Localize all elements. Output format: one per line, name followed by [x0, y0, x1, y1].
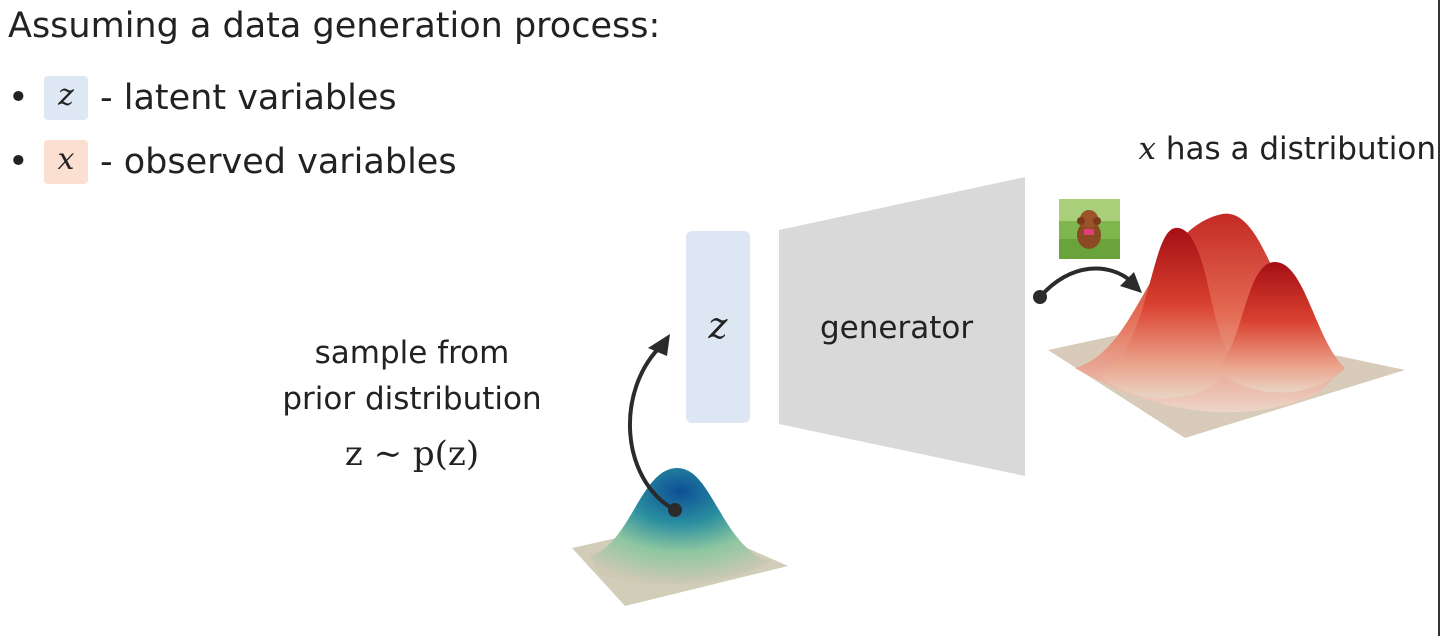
generator-block: [779, 177, 1025, 476]
sample-arrow: [627, 334, 682, 517]
x-distribution-label: x has a distribution: [1139, 131, 1437, 167]
dog-photo-icon: [1059, 199, 1120, 259]
generator-label: generator: [820, 310, 974, 346]
observed-symbol-chip: x: [44, 140, 88, 184]
bullet-dot: •: [8, 142, 29, 182]
x-symbol: x: [1138, 131, 1156, 167]
latent-bullet-text: - latent variables: [100, 78, 397, 118]
sample-caption-line1: sample from: [314, 335, 510, 371]
prior-distribution-surface: [572, 467, 788, 606]
bullet-dot: •: [8, 78, 29, 118]
output-arrow: [1033, 266, 1142, 304]
slide-heading: Assuming a data generation process:: [8, 6, 661, 46]
latent-z-box: z: [686, 231, 750, 423]
sample-caption: sample from prior distribution: [262, 330, 562, 422]
prior-formula: z ∼ p(z): [344, 434, 480, 474]
x-distribution-text: has a distribution: [1155, 131, 1436, 167]
observed-bullet-text: - observed variables: [100, 142, 457, 182]
slide-right-border: [1438, 0, 1440, 636]
data-distribution-surface: [1048, 213, 1405, 438]
latent-symbol-chip: z: [44, 76, 88, 120]
bullet-observed: • x - observed variables: [8, 140, 457, 184]
bullet-latent: • z - latent variables: [8, 76, 397, 120]
sample-caption-line2: prior distribution: [282, 381, 542, 417]
